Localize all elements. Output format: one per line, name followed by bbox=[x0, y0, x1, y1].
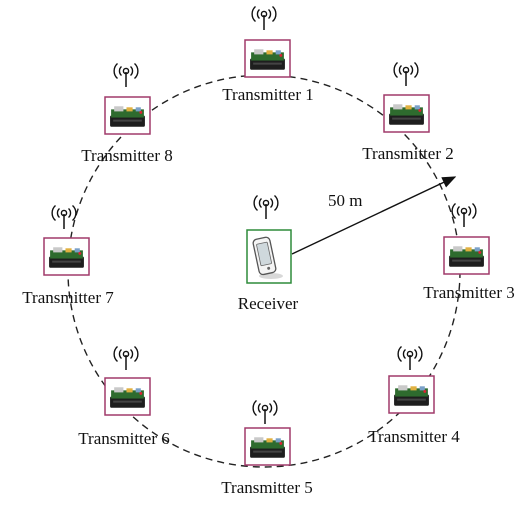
antenna-icon bbox=[451, 203, 477, 227]
antenna-icon bbox=[113, 63, 139, 87]
receiver: Receiver bbox=[238, 195, 299, 313]
transmitter-label: Transmitter 5 bbox=[221, 478, 312, 497]
transmitter-device-icon bbox=[49, 247, 84, 268]
antenna-icon bbox=[251, 6, 277, 30]
transmitter-device-icon bbox=[394, 385, 429, 406]
transmitter-device-icon bbox=[110, 387, 145, 408]
transmitter-device-icon bbox=[250, 437, 285, 458]
antenna-icon bbox=[397, 346, 423, 370]
antenna-icon bbox=[253, 195, 279, 219]
transmitter-label: Transmitter 6 bbox=[78, 429, 169, 448]
transmitter-1: Transmitter 1 bbox=[222, 6, 314, 104]
transmitter-7: Transmitter 7 bbox=[22, 205, 114, 307]
antenna-icon bbox=[51, 205, 77, 229]
antenna-icon bbox=[113, 346, 139, 370]
transmitter-label: Transmitter 3 bbox=[423, 283, 514, 302]
transmitter-3: Transmitter 3 bbox=[423, 203, 515, 302]
transmitter-label: Transmitter 7 bbox=[22, 288, 114, 307]
radius-label: 50 m bbox=[328, 191, 362, 210]
transmitter-2: Transmitter 2 bbox=[362, 62, 454, 163]
transmitter-label: Transmitter 1 bbox=[222, 85, 313, 104]
transmitter-label: Transmitter 8 bbox=[81, 146, 172, 165]
antenna-icon bbox=[252, 400, 278, 424]
antenna-icon bbox=[393, 62, 419, 86]
transmitter-label: Transmitter 4 bbox=[368, 427, 460, 446]
transmitter-6: Transmitter 6 bbox=[78, 346, 170, 448]
transmitter-device-icon bbox=[449, 246, 484, 267]
transmitter-8: Transmitter 8 bbox=[81, 63, 173, 165]
transmitter-5: Transmitter 5 bbox=[221, 400, 313, 497]
transmitter-device-icon bbox=[110, 106, 145, 127]
phone-icon bbox=[252, 236, 283, 279]
transmitter-label: Transmitter 2 bbox=[362, 144, 453, 163]
radius-arrow bbox=[291, 176, 457, 255]
receiver-label: Receiver bbox=[238, 294, 299, 313]
transmitter-4: Transmitter 4 bbox=[368, 346, 460, 446]
transmitter-device-icon bbox=[250, 49, 285, 70]
transmitter-device-icon bbox=[389, 104, 424, 125]
